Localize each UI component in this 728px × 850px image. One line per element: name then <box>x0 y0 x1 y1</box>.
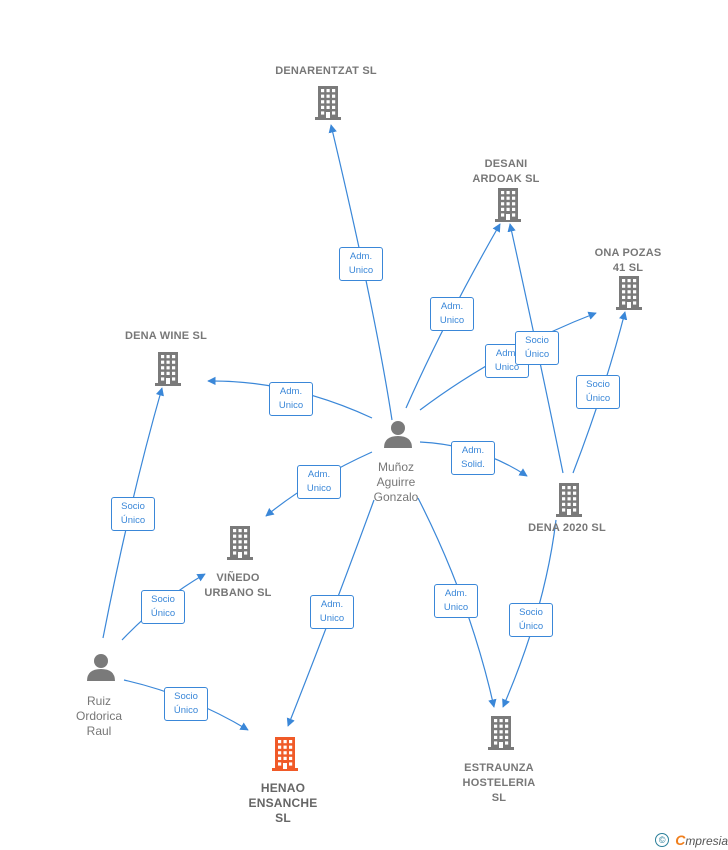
edge-label-e13: Socio Único <box>576 375 620 409</box>
person-node-ruiz[interactable] <box>86 652 116 687</box>
company-label-denawine[interactable]: DENA WINE SL <box>124 330 208 342</box>
person-label-ruiz[interactable]: Ruiz Ordorica Raul <box>75 694 122 738</box>
company-node-vinedo[interactable] <box>225 524 255 565</box>
company-node-denawine[interactable] <box>153 350 183 391</box>
edge-label-e14: Socio Único <box>509 603 553 637</box>
copyright-icon: © <box>655 833 670 847</box>
edge-label-e6: Adm. Unico <box>297 465 341 499</box>
building-icon <box>227 526 253 560</box>
company-node-henao[interactable] <box>270 735 300 776</box>
edge-label-e4: Adm. Unico <box>269 382 313 416</box>
person-icon <box>384 421 412 448</box>
edge-label-e9: Socio Único <box>111 497 155 531</box>
edge-label-e11: Socio Único <box>164 687 208 721</box>
company-label-onapozas[interactable]: ONA POZAS 41 SL <box>594 247 662 274</box>
company-label-dena2020[interactable]: DENA 2020 SL <box>528 522 606 534</box>
building-icon <box>272 737 298 771</box>
company-label-denarentzat[interactable]: DENARENTZAT SL <box>275 65 377 77</box>
company-node-denarentzat[interactable] <box>313 84 343 125</box>
company-label-vinedo[interactable]: VIÑEDO URBANO SL <box>204 572 272 599</box>
company-label-desani[interactable]: DESANI ARDOAK SL <box>472 158 540 185</box>
company-node-estraunza[interactable] <box>486 714 516 755</box>
building-icon <box>315 86 341 120</box>
person-label-munoz[interactable]: Muñoz Aguirre Gonzalo <box>373 460 419 504</box>
edge-label-e2: Adm. Unico <box>430 297 474 331</box>
brand-logo-e: C <box>675 832 686 848</box>
building-icon <box>556 483 582 517</box>
edge-label-e1: Adm. Unico <box>339 247 383 281</box>
company-node-dena2020[interactable] <box>554 481 584 522</box>
building-icon <box>155 352 181 386</box>
edge-label-e7: Adm. Unico <box>310 595 354 629</box>
company-label-estraunza[interactable]: ESTRAUNZA HOSTELERIA SL <box>462 762 536 804</box>
edge-e1 <box>328 124 393 421</box>
footer-brand: © Cmpresia <box>655 832 728 848</box>
building-icon <box>495 188 521 222</box>
edge-label-e12: Socio Único <box>515 331 559 365</box>
building-icon <box>616 276 642 310</box>
person-node-munoz[interactable] <box>383 419 413 454</box>
brand-name: mpresia <box>685 834 728 848</box>
person-icon <box>87 654 115 681</box>
edge-label-e10: Socio Único <box>141 590 185 624</box>
edge-label-e8: Adm. Unico <box>434 584 478 618</box>
edge-label-e5: Adm. Solid. <box>451 441 495 475</box>
company-label-henao[interactable]: HENAO ENSANCHE SL <box>248 781 318 825</box>
building-icon <box>488 716 514 750</box>
company-node-desani[interactable] <box>493 186 523 227</box>
company-node-onapozas[interactable] <box>614 274 644 315</box>
